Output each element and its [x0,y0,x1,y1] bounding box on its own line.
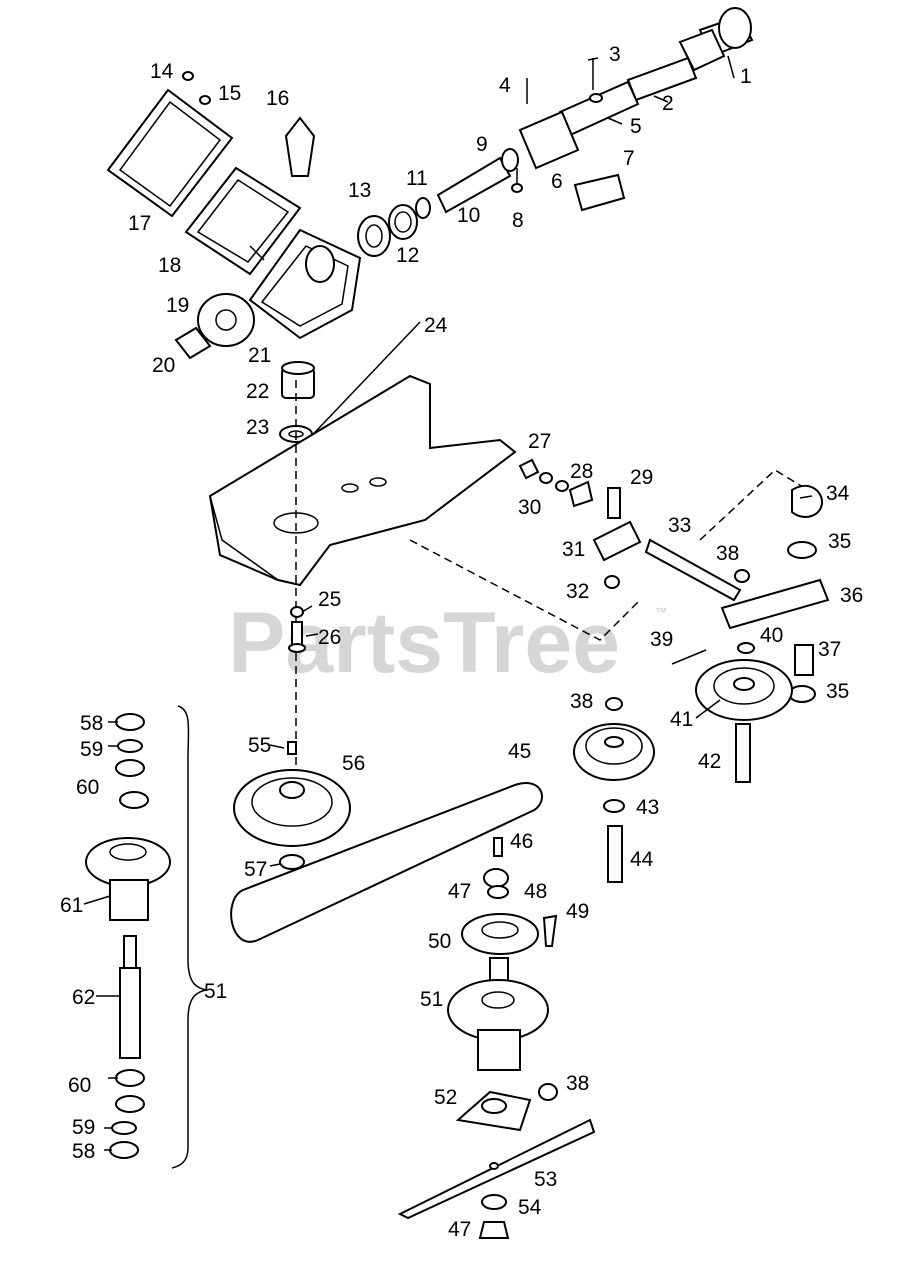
callout-39: 39 [650,628,673,651]
callout-45: 45 [508,740,531,763]
callout-51a: 51 [420,988,443,1011]
callout-22: 22 [246,380,269,403]
drive-shaft-assembly [511,7,754,212]
callout-26: 26 [318,626,341,649]
callout-52: 52 [434,1086,457,1109]
leader-lines [83,55,813,1151]
callout-6: 6 [551,170,563,193]
callout-30: 30 [518,496,541,519]
callout-37: 37 [818,638,841,661]
pinion-shaft-group [357,148,519,257]
callout-47a: 47 [448,880,471,903]
leader-24 [299,321,421,449]
callout-38b: 38 [570,690,593,713]
callout-20: 20 [152,354,175,377]
callout-60b: 60 [68,1074,91,1097]
bolts-25-26 [288,606,306,653]
callout-11: 11 [406,167,428,190]
callout-38a: 38 [716,542,739,565]
callout-42: 42 [698,750,721,773]
callout-8: 8 [512,209,524,232]
callout-17: 17 [128,212,151,235]
callout-12: 12 [396,244,419,267]
callout-18: 18 [158,254,181,277]
callout-47b: 47 [448,1218,471,1241]
callout-16: 16 [266,87,289,110]
callout-57: 57 [244,858,267,881]
callout-7: 7 [623,147,635,170]
callout-40: 40 [760,624,783,647]
callout-50: 50 [428,930,451,953]
callout-55: 55 [248,734,271,757]
callout-35a: 35 [828,530,851,553]
callout-19: 19 [166,294,189,317]
callout-23: 23 [246,416,269,439]
spindle-assembly-left [85,713,171,1159]
callout-29: 29 [630,466,653,489]
callout-1: 1 [740,65,752,88]
callout-28: 28 [570,460,593,483]
callout-46: 46 [510,830,533,853]
callout-34: 34 [826,482,850,505]
callout-5: 5 [630,115,642,138]
assembly-bracket-51 [171,705,207,1169]
callout-13: 13 [348,179,371,202]
callout-9: 9 [476,133,488,156]
callout-35b: 35 [826,680,849,703]
callout-numbers: 1 2 3 4 5 6 7 8 9 10 11 12 13 14 15 16 1… [60,43,863,1241]
callout-51b: 51 [204,980,227,1003]
callout-60a: 60 [76,776,99,799]
callout-21: 21 [248,344,271,367]
callout-4: 4 [499,74,511,97]
gearbox-cover-group [106,71,302,276]
deck-plate [208,374,517,587]
callout-24: 24 [424,314,448,337]
dash-link-33 [409,539,641,641]
vertical-shaft-bearings [279,361,315,443]
callout-3: 3 [609,43,621,66]
callout-14: 14 [150,60,174,83]
callout-58a: 58 [80,712,103,735]
callout-25: 25 [318,588,341,611]
callout-61: 61 [60,894,83,917]
gearbox-housing-group [174,116,362,360]
callout-59a: 59 [80,738,103,761]
callout-59b: 59 [72,1116,95,1139]
callout-27: 27 [528,430,551,453]
callout-58b: 58 [72,1140,95,1163]
callout-62: 62 [72,986,95,1009]
callout-43: 43 [636,796,659,819]
callout-44: 44 [630,848,654,871]
spindle-assembly-right [397,837,596,1239]
callout-41: 41 [670,708,693,731]
callout-2: 2 [662,92,674,115]
watermark-text: PartsTree [228,595,620,691]
callout-54: 54 [518,1196,542,1219]
callout-36: 36 [840,584,863,607]
idler-bracket-group [518,458,830,703]
callout-53: 53 [534,1168,557,1191]
callout-33: 33 [668,514,691,537]
callout-31: 31 [562,538,585,561]
callout-49: 49 [566,900,589,923]
callout-38c: 38 [566,1072,589,1095]
callout-48: 48 [524,880,547,903]
idler-pulleys [573,659,793,883]
callout-10: 10 [457,204,480,227]
drive-pulley [233,741,351,870]
callout-15: 15 [218,82,241,105]
drive-belt [230,782,543,943]
watermark-trademark: ™ [655,605,667,619]
callout-32: 32 [566,580,589,603]
callout-56: 56 [342,752,365,775]
